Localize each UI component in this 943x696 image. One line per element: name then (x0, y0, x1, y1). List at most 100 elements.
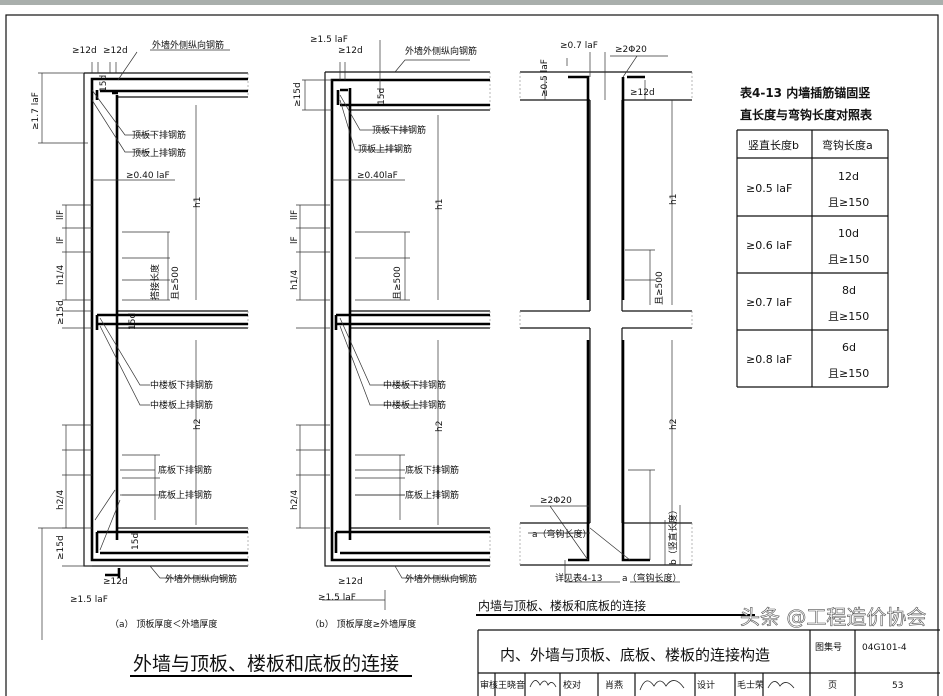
label-bottom-slab-bottom-rebar: 底板下排钢筋 (405, 464, 459, 476)
label-llf: llF (290, 210, 300, 220)
dim-15d-mid: ≥15d (56, 300, 66, 325)
dimensions-b (296, 40, 470, 610)
cell-a1: 8d (842, 284, 856, 297)
table-header-b: 竖直长度b (748, 138, 799, 152)
watermark: 头条 @工程造价协会 (740, 605, 926, 629)
dim-1-5laf-top: ≥1.5 laF (310, 35, 348, 45)
checker-name: 肖燕 (605, 679, 623, 691)
title-block-title: 内、外墙与顶板、底板、楼板的连接构造 (500, 646, 770, 664)
table-row: ≥0.7 laF 8d 且≥150 (746, 284, 869, 323)
label-splice-note: 且≥500 (170, 266, 181, 300)
table-row: ≥0.5 laF 12d 且≥150 (746, 170, 869, 209)
top-edge-bar (0, 0, 943, 5)
label-top-slab-bottom-rebar: 顶板下排钢筋 (132, 129, 186, 141)
label-h2: h2 (435, 421, 445, 432)
dim-12d: ≥12d (630, 88, 655, 98)
dim-040laf: ≥0.40 laF (126, 171, 170, 181)
dim-15d: ≥15d (293, 82, 303, 107)
dim-0-5laf: ≥0.5 laF (540, 59, 550, 97)
dimensions-c (528, 52, 681, 583)
cell-b: ≥0.7 laF (746, 296, 792, 309)
label-top-slab-top-rebar: 顶板上排钢筋 (132, 147, 186, 159)
drawing-c-inner-wall: ≥0.7 laF ≥2Φ20 ≥0.5 laF ≥12d h1 且≥500 h2… (476, 41, 755, 616)
dim-12d: ≥12d (338, 46, 363, 56)
dim-1-5laf: ≥1.5 laF (318, 593, 356, 603)
dim-040laf: ≥0.40laF (357, 171, 398, 181)
label-outer-wall-rebar: 外墙外侧纵向钢筋 (152, 39, 224, 51)
label-lf: lF (56, 236, 66, 244)
atlas-label: 图集号 (815, 641, 842, 653)
label-h2: h2 (193, 419, 203, 430)
dim-12d-bottom: ≥12d (338, 577, 363, 587)
cell-a2: 且≥150 (828, 367, 869, 380)
designer-name: 毛士荣 (737, 679, 764, 691)
label-outer-wall-rebar-bottom: 外墙外侧纵向钢筋 (405, 573, 477, 585)
dim-15d-bottom: ≥15d (56, 535, 66, 560)
dim-2phi20-bottom: ≥2Φ20 (540, 496, 572, 506)
label-llf: llF (56, 210, 66, 220)
caption-c: 内墙与顶板、楼板和底板的连接 (478, 598, 646, 613)
rebar-c (568, 75, 650, 562)
dim-15d-bottom-v: 15d (131, 533, 141, 550)
label-h1-4: h1/4 (56, 265, 66, 285)
table-title-line2: 直长度与弯钩长度对照表 (740, 107, 873, 122)
cell-b: ≥0.5 laF (746, 182, 792, 195)
label-h1: h1 (435, 199, 445, 210)
dim-15d-v: 15d (377, 88, 387, 105)
label-mid-slab-bottom-rebar: 中楼板下排钢筋 (383, 379, 446, 391)
label-top-slab-bottom-rebar: 顶板下排钢筋 (372, 124, 426, 136)
label-top-slab-top-rebar: 顶板上排钢筋 (358, 143, 412, 155)
label-bottom-slab-top-rebar: 底板上排钢筋 (405, 489, 459, 501)
check-label: 校对 (563, 679, 581, 691)
label-mid-slab-bottom-rebar: 中楼板下排钢筋 (150, 379, 213, 391)
dim-15d-mid-v: 15d (128, 313, 138, 330)
sheet-frame (5, 14, 939, 696)
label-hook-length: a（弯钩长度） (532, 528, 592, 540)
label-h1: h1 (669, 194, 679, 205)
label-vertical-length: b（竖直长度） (667, 505, 679, 565)
label-splice: 搭接长度 (149, 264, 161, 300)
dim-15d-top: 15d (99, 75, 109, 92)
label-mid-slab-top-rebar: 中楼板上排钢筋 (150, 399, 213, 411)
table-title-line1: 表4-13 内墙插筋锚固竖 (739, 85, 870, 100)
label-h2-4: h2/4 (56, 490, 66, 510)
label-hook-length-right: a（弯钩长度） (622, 572, 682, 584)
dim-1-5laf: ≥1.5 laF (70, 595, 108, 605)
label-h2: h2 (669, 419, 679, 430)
drawing-a: ≥12d ≥12d 外墙外侧纵向钢筋 ≥1.7 laF 15d 顶板下排钢筋 顶… (31, 39, 249, 640)
design-label: 设计 (697, 679, 715, 691)
caption-b: （b） 顶板厚度≥外墙厚度 (310, 618, 416, 630)
table-header-a: 弯钩长度a (822, 138, 873, 152)
designer-signature (767, 681, 795, 689)
label-h2-4: h2/4 (290, 490, 300, 510)
reviewer-signature (529, 680, 557, 688)
cell-a1: 10d (838, 227, 859, 240)
dim-0-7laf: ≥0.7 laF (560, 41, 598, 51)
dim-1-7laf: ≥1.7 laF (31, 92, 41, 130)
cell-a1: 12d (838, 170, 859, 183)
dim-12d-bottom: ≥12d (103, 577, 128, 587)
dim-2phi20-top: ≥2Φ20 (615, 45, 647, 55)
cell-b: ≥0.6 laF (746, 239, 792, 252)
title-block: 内、外墙与顶板、底板、楼板的连接构造 图集号 04G101-4 审核 王晓音 校… (477, 629, 940, 696)
checker-signature (639, 680, 685, 691)
label-mid-slab-top-rebar: 中楼板上排钢筋 (383, 399, 446, 411)
review-label: 审核 (480, 679, 498, 691)
label-splice-note: 且≥500 (654, 271, 665, 305)
cell-a1: 6d (842, 341, 856, 354)
label-splice-note: 且≥500 (392, 266, 403, 300)
anchorage-table: 表4-13 内墙插筋锚固竖 直长度与弯钩长度对照表 竖直长度b 弯钩长度a ≥0… (736, 85, 889, 388)
label-bottom-slab-top-rebar: 底板上排钢筋 (158, 489, 212, 501)
caption-a: （a） 顶板厚度＜外墙厚度 (110, 618, 217, 630)
table-row: ≥0.8 laF 6d 且≥150 (746, 341, 869, 380)
label-h1: h1 (193, 197, 203, 208)
dim-12d-right: ≥12d (103, 46, 128, 56)
label-see-table: 详见表4-13 (555, 572, 602, 584)
inner-wall-c (519, 71, 693, 566)
page-label: 页 (828, 680, 837, 691)
page-number: 53 (892, 681, 903, 691)
rebar-a (90, 77, 248, 578)
cell-b: ≥0.8 laF (746, 353, 792, 366)
cell-a2: 且≥150 (828, 196, 869, 209)
label-outer-wall-rebar: 外墙外侧纵向钢筋 (405, 45, 477, 57)
